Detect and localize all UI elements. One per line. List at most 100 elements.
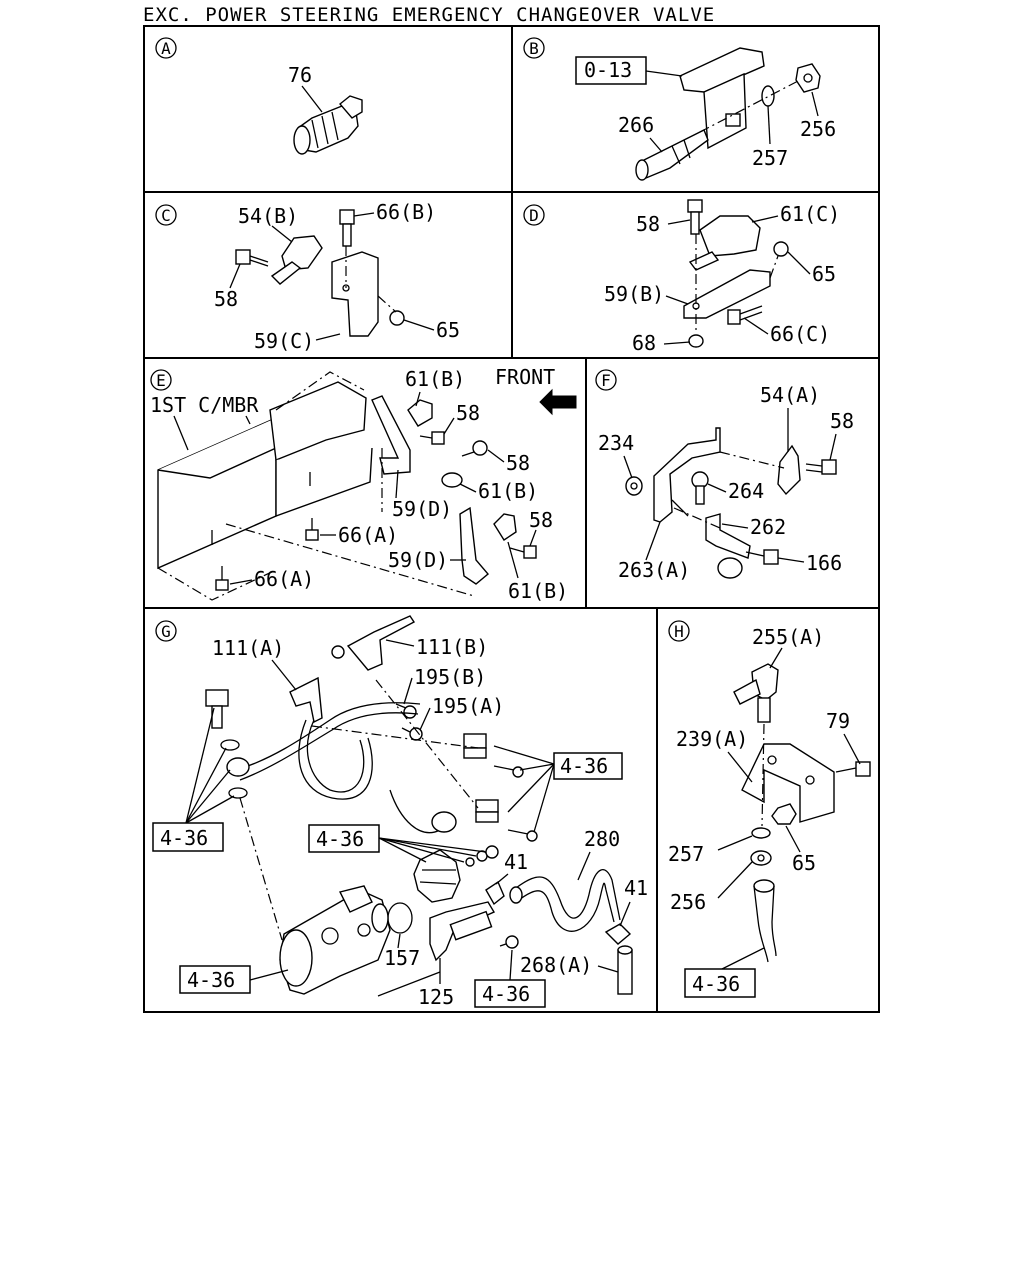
panel-a: A 76: [155, 37, 363, 155]
panel-h: H 255(A): [668, 620, 871, 998]
label-41-1: 41: [504, 850, 528, 874]
label-66b: 66(B): [376, 200, 436, 224]
svg-text:F: F: [601, 371, 611, 390]
label-58-e3: 58: [529, 508, 553, 532]
part-66b-bolt: [339, 209, 355, 247]
label-256: 256: [800, 117, 836, 141]
panel-d: D 58 61(C) 65 59(: [523, 199, 840, 355]
ref-box-4-36-left: [152, 822, 224, 852]
label-68: 68: [632, 331, 656, 355]
bracket-plate: [679, 47, 765, 150]
panel-frames: [143, 25, 880, 1013]
part-66c-bolt: [727, 305, 763, 325]
label-195b: 195(B): [414, 665, 486, 689]
label-59c: 59(C): [254, 329, 314, 353]
part-65-nut: [389, 310, 405, 326]
label-257: 257: [752, 146, 788, 170]
front-direction-arrow: [539, 388, 577, 416]
part-59b-bracket: [683, 269, 771, 319]
part-262-bracket: [705, 513, 751, 559]
label-65-c: 65: [436, 318, 460, 342]
label-front: FRONT: [495, 365, 555, 389]
part-66a-bolt-2: [215, 566, 229, 591]
h-pipe: [753, 879, 777, 963]
label-54b: 54(B): [238, 204, 298, 228]
part-195b-bolt: [395, 703, 417, 719]
part-66a-bolt-1: [305, 518, 319, 541]
label-61b-e2: 61(B): [478, 479, 538, 503]
part-255a-fitting: [733, 663, 779, 723]
part-264-bolt: [691, 471, 709, 505]
pipe-banjo-bolt: [205, 689, 229, 729]
gear-and-fasteners: [413, 845, 499, 903]
power-steering-pump: [279, 885, 391, 995]
label-266: 266: [618, 113, 654, 137]
svg-text:E: E: [156, 371, 166, 390]
label-111b: 111(B): [416, 635, 488, 659]
panel-marker-d: D: [523, 204, 545, 226]
part-257-washer-h: [751, 827, 771, 839]
label-61b-e3: 61(B): [508, 579, 568, 603]
part-166-bolt: [745, 549, 779, 565]
part-59c-bracket: [331, 251, 379, 337]
label-157: 157: [384, 946, 420, 970]
label-58-f: 58: [830, 409, 854, 433]
label-65-h: 65: [792, 851, 816, 875]
label-61b-e1: 61(B): [405, 367, 465, 391]
sleeve: [717, 557, 743, 579]
label-262: 262: [750, 515, 786, 539]
part-79-bolt: [835, 761, 871, 777]
part-54a-clip: [777, 444, 801, 496]
svg-text:A: A: [161, 39, 171, 58]
part-280-hose: [509, 869, 621, 932]
part-263a-bracket: [653, 427, 721, 523]
oil-pipe: [226, 702, 457, 834]
small-bolt-g: [499, 935, 519, 949]
label-58-d: 58: [636, 212, 660, 236]
svg-text:C: C: [161, 206, 171, 225]
part-61b-clip-upper: [407, 399, 433, 427]
label-59d-upper: 59(D): [392, 497, 452, 521]
panel-b: B 0-13 266 257 256: [523, 37, 836, 181]
svg-text:D: D: [529, 206, 539, 225]
ref-box-4-36-pump: [179, 965, 251, 994]
label-59d-lower: 59(D): [388, 548, 448, 572]
part-268a-pipe: [617, 945, 633, 995]
label-263a: 263(A): [618, 558, 690, 582]
part-111b-bracket: [331, 615, 416, 671]
label-59b: 59(B): [604, 282, 664, 306]
part-58-bolt: [235, 249, 269, 267]
part-61b-clip-lower: [493, 513, 517, 541]
label-4-36-h: 4-36: [692, 972, 740, 996]
pipe-clamp-1: [463, 733, 487, 759]
part-65-nut-h: [771, 803, 797, 825]
panel-marker-b: B: [523, 37, 545, 59]
label-76: 76: [288, 63, 312, 87]
label-79: 79: [826, 709, 850, 733]
part-54b-clip: [270, 235, 323, 285]
label-58-c: 58: [214, 287, 238, 311]
part-256-nut: [795, 63, 821, 93]
label-4-36-bottom: 4-36: [482, 982, 530, 1006]
panel-g: G: [152, 615, 648, 1009]
part-58-bolt-e1: [419, 431, 445, 445]
part-239a-bracket: [741, 743, 835, 823]
label-58-e2: 58: [506, 451, 530, 475]
panel-marker-c: C: [155, 204, 177, 226]
ref-box-0-13: [575, 56, 647, 85]
part-157-o-ring: [387, 902, 413, 934]
part-58-bolt-d: [687, 199, 703, 235]
label-280: 280: [584, 827, 620, 851]
part-61b-clip-mid: [441, 472, 463, 488]
label-234: 234: [598, 431, 634, 455]
label-257-h: 257: [668, 842, 704, 866]
part-59d-bracket-lower: [459, 506, 489, 585]
label-66c: 66(C): [770, 322, 830, 346]
panel-marker-g: G: [155, 620, 177, 642]
part-125-bracket: [429, 901, 496, 962]
label-268a: 268(A): [520, 953, 592, 977]
label-4-36-right: 4-36: [560, 754, 608, 778]
ref-box-4-36-bottom: [474, 979, 546, 1008]
svg-text:G: G: [161, 622, 171, 641]
panel-c: C 54(B) 66(B) 58 65 59(C): [155, 200, 460, 353]
